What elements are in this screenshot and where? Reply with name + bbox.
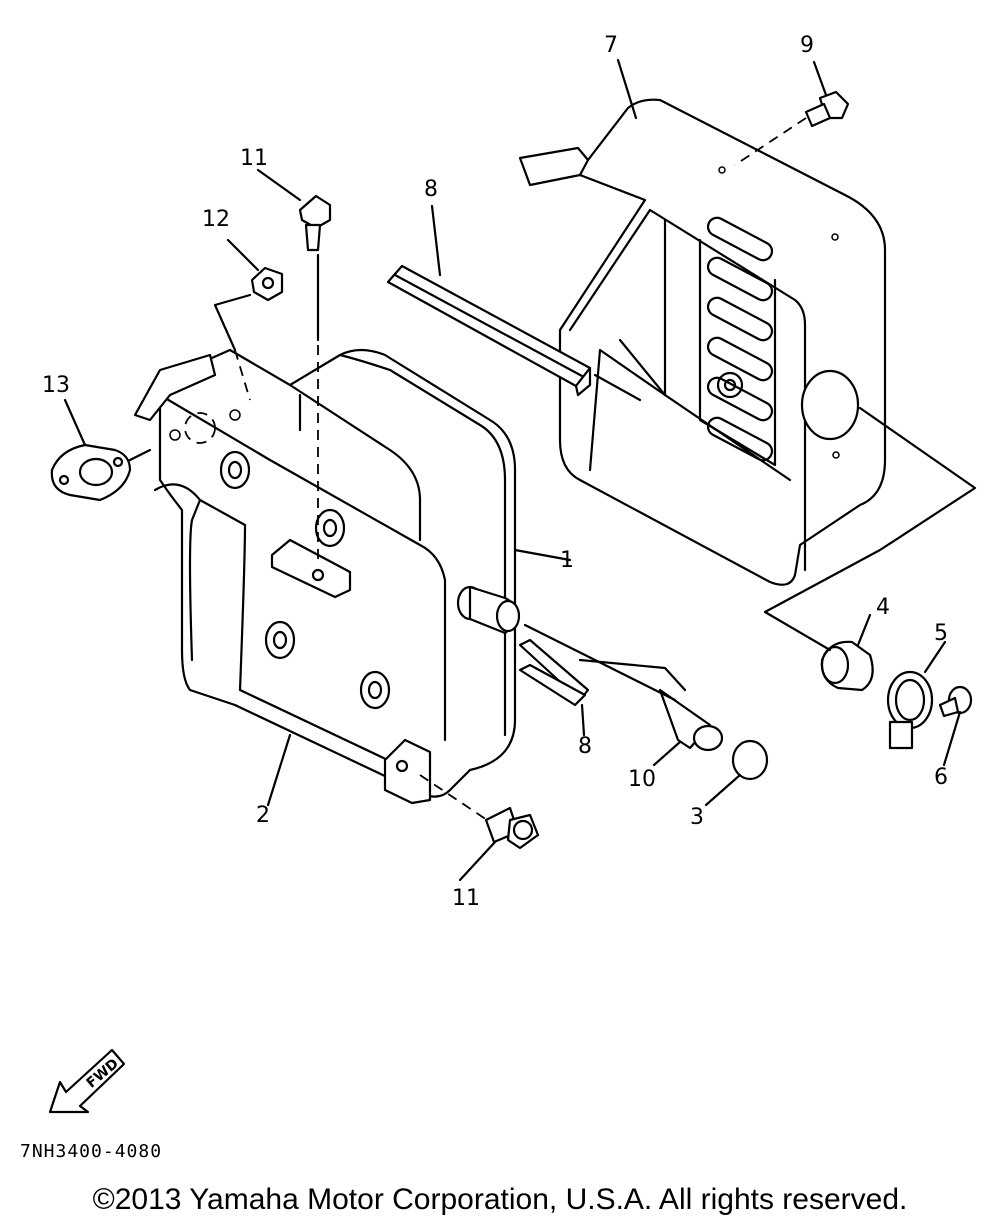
- label-part-10: 10: [628, 767, 656, 792]
- cap-6: [731, 739, 769, 781]
- bolt-9: [804, 90, 850, 128]
- part-labels: 7 9 8 11 12 13 1 4 5 8 6 10 2 3 11: [42, 33, 948, 911]
- label-part-1: 1: [560, 548, 574, 573]
- label-part-7: 6: [934, 765, 948, 790]
- diagram-code: 7NH3400-4080: [20, 1141, 162, 1162]
- label-part-11-bottom: 11: [452, 886, 480, 911]
- label-part-11-top: 11: [240, 146, 268, 171]
- forward-direction-arrow: FWD: [48, 1048, 126, 1114]
- bolt-11-top: [298, 194, 332, 252]
- label-part-4: 4: [876, 595, 890, 620]
- band-5: [886, 670, 934, 750]
- label-part-8-bottom: 8: [578, 734, 592, 759]
- screw-7: [938, 685, 973, 718]
- label-part-9: 9: [800, 33, 814, 58]
- label-part-13: 13: [42, 373, 70, 398]
- label-part-2: 2: [256, 803, 270, 828]
- label-part-12: 12: [202, 207, 230, 232]
- protector-strip-part: [386, 264, 592, 707]
- label-part-8-top: 8: [424, 177, 438, 202]
- label-part-6: 3: [690, 805, 704, 830]
- muffler-body-part: [133, 348, 521, 805]
- gasket-part: [50, 443, 132, 502]
- nut-12: [250, 266, 284, 302]
- leader-lines: [63, 58, 977, 882]
- spark-arrester-10: [658, 688, 724, 752]
- cap-4: [820, 640, 874, 692]
- bolt-11-bottom: [484, 806, 540, 850]
- label-part-5: 5: [934, 621, 948, 646]
- muffler-protector-part: [518, 98, 887, 586]
- copyright-notice: ©2013 Yamaha Motor Corporation, U.S.A. A…: [92, 1183, 908, 1216]
- label-part-3: 7: [604, 33, 618, 58]
